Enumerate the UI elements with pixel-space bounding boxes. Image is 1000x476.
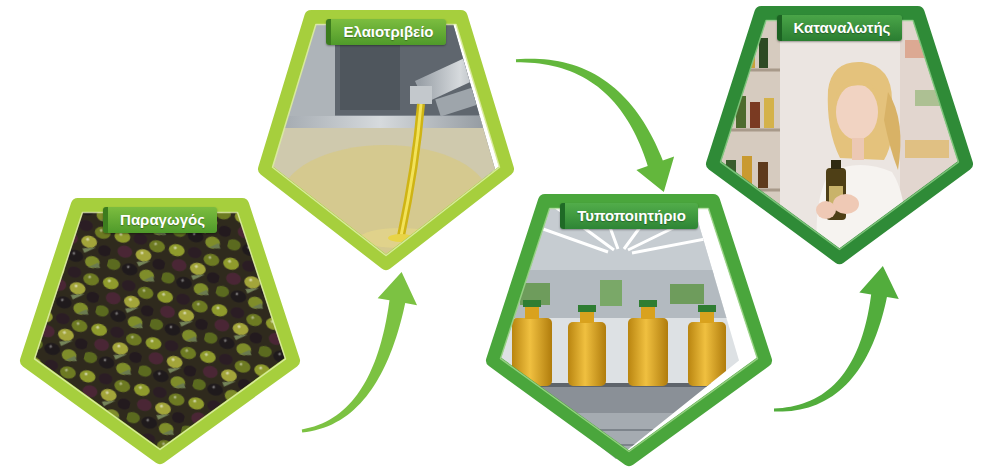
pentagon-node: Τυποποιητήριο <box>484 192 774 468</box>
pentagon-node: Καταναλωτής <box>704 4 975 266</box>
pentagon-outline <box>704 4 975 266</box>
pentagon-border <box>265 17 507 263</box>
stage-label: Ελαιοτριβείο <box>326 19 445 45</box>
consumer-photo <box>708 8 970 263</box>
pentagon-inner-line <box>35 213 286 450</box>
flow-arrow <box>774 266 899 412</box>
pentagon-outline <box>484 192 774 468</box>
stage-label: Καταναλωτής <box>777 15 903 41</box>
woman-figure <box>816 62 906 262</box>
pentagon-border <box>27 205 293 457</box>
pentagon-inner-line <box>501 209 758 452</box>
flow-arrow <box>302 272 417 432</box>
pentagon-border <box>713 13 966 257</box>
pentagon-inner-line <box>273 25 500 256</box>
olives-photo <box>20 195 305 470</box>
pentagon-outline <box>18 196 302 466</box>
pentagon-node: Παραγωγός <box>18 196 302 466</box>
stage-label: Τυποποιητήριο <box>560 203 698 229</box>
pentagon-border <box>493 201 765 459</box>
stage-label: Παραγωγός <box>103 207 217 233</box>
flow-arrow <box>516 59 674 192</box>
pentagon-inner-line <box>721 21 959 250</box>
pentagon-node: Ελαιοτριβείο <box>256 8 516 272</box>
pentagon-outline <box>256 8 516 272</box>
oil-bottles <box>512 300 726 386</box>
